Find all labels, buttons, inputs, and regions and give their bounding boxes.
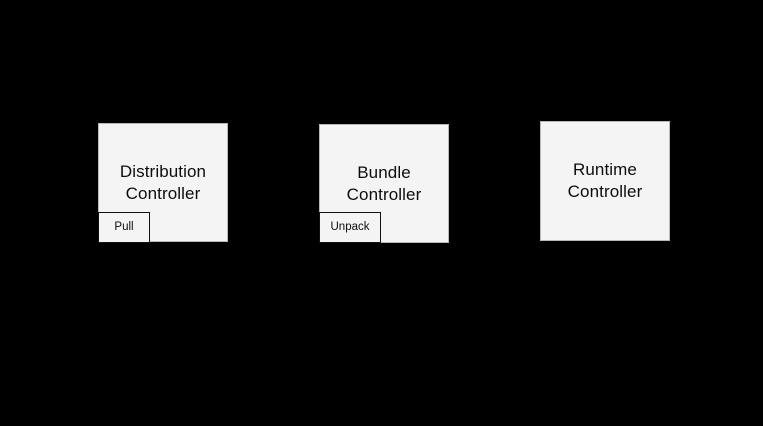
node-label-runtime-controller: Runtime Controller (567, 160, 643, 201)
badge-unpack[interactable]: Unpack (319, 212, 381, 243)
badge-pull[interactable]: Pull (98, 212, 150, 243)
node-runtime-controller[interactable]: Runtime Controller (540, 121, 670, 241)
badge-label-pull: Pull (114, 221, 134, 233)
node-label-bundle-controller: Bundle Controller (346, 162, 422, 204)
badge-label-unpack: Unpack (330, 221, 370, 233)
node-label-distribution-controller: Distribution Controller (119, 161, 207, 203)
